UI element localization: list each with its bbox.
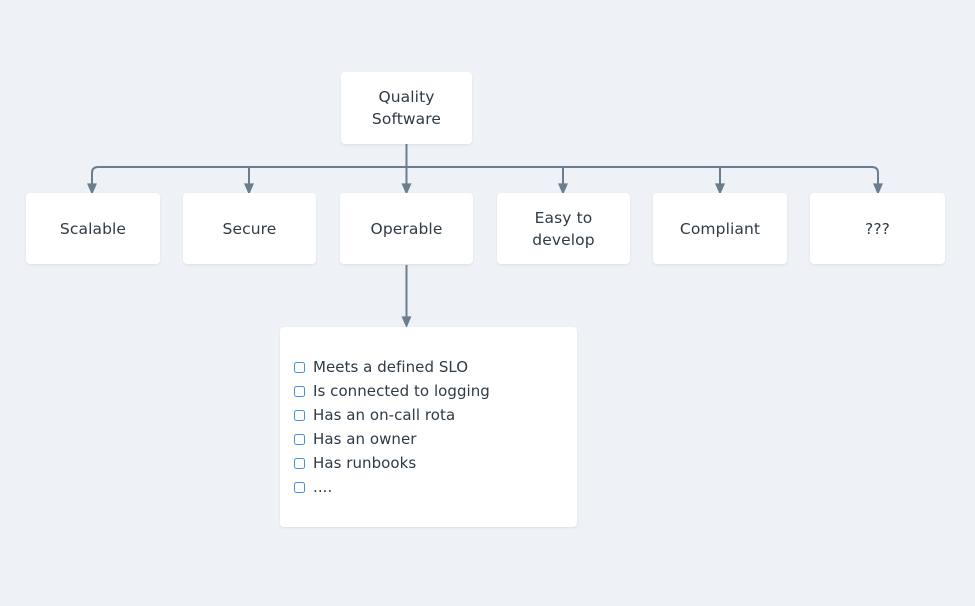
list-item-label: Has an owner <box>313 429 417 448</box>
node-operable-label: Operable <box>370 219 443 238</box>
operable-checklist-panel: Meets a defined SLO Is connected to logg… <box>280 327 577 527</box>
node-quality-software[interactable]: Quality Software <box>341 72 472 144</box>
node-compliant[interactable]: Compliant <box>653 193 787 264</box>
node-operable[interactable]: Operable <box>340 193 473 264</box>
node-scalable-label: Scalable <box>59 219 127 238</box>
list-item[interactable]: .... <box>294 475 577 499</box>
node-scalable[interactable]: Scalable <box>26 193 160 264</box>
list-item-label: Is connected to logging <box>313 381 490 400</box>
node-quality-software-line2: Software <box>371 110 442 128</box>
list-item[interactable]: Meets a defined SLO <box>294 355 577 379</box>
list-item-label: Meets a defined SLO <box>313 357 469 376</box>
node-quality-software-line1: Quality <box>378 88 435 106</box>
list-item[interactable]: Has an owner <box>294 427 577 451</box>
list-item[interactable]: Is connected to logging <box>294 379 577 403</box>
node-compliant-label: Compliant <box>679 219 761 238</box>
list-item-label: Has runbooks <box>313 453 417 472</box>
node-easy-to-develop[interactable]: Easy to develop <box>497 193 630 264</box>
checkbox-icon[interactable] <box>294 385 305 397</box>
checkbox-icon[interactable] <box>294 361 305 373</box>
list-item[interactable]: Has runbooks <box>294 451 577 475</box>
checkbox-icon[interactable] <box>294 433 305 445</box>
list-item-label: .... <box>313 477 333 496</box>
node-unknown[interactable]: ??? <box>810 193 945 264</box>
checkbox-icon[interactable] <box>294 457 305 469</box>
connector-bus <box>91 166 879 186</box>
node-easy-to-develop-line2: develop <box>532 230 595 249</box>
checkbox-icon[interactable] <box>294 481 305 493</box>
node-secure[interactable]: Secure <box>183 193 316 264</box>
checkbox-icon[interactable] <box>294 409 305 421</box>
list-item-label: Has an on-call rota <box>313 405 456 424</box>
node-secure-label: Secure <box>222 219 277 238</box>
node-easy-to-develop-line1: Easy to <box>534 208 593 227</box>
list-item[interactable]: Has an on-call rota <box>294 403 577 427</box>
node-unknown-label: ??? <box>865 219 890 238</box>
